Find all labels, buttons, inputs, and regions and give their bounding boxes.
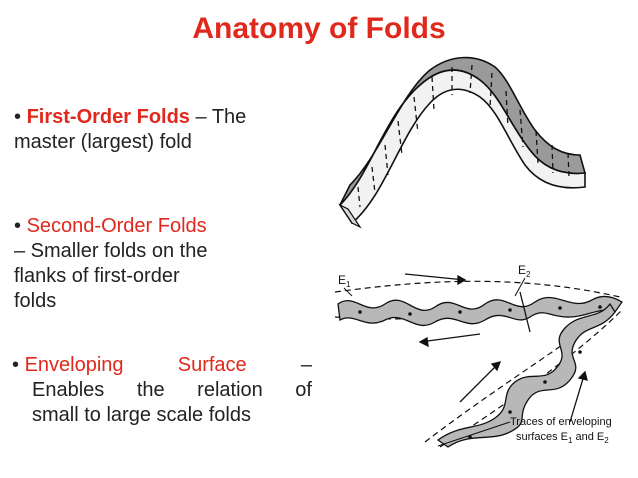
first-order-fold-illustration bbox=[338, 56, 587, 229]
enveloping-surface-diagram: E1 E2 Traces of enveloping surfaces E1 a… bbox=[334, 263, 623, 448]
bullet-dot: • bbox=[14, 215, 22, 237]
enveloping-term-a: Enveloping bbox=[24, 354, 124, 376]
bullet-first-order-folds: • First-Order Folds – The master (larges… bbox=[14, 105, 314, 155]
enveloping-dash: – bbox=[300, 354, 312, 376]
second-order-term: Second-Order Folds bbox=[26, 215, 207, 237]
first-order-description: master (largest) fold bbox=[14, 131, 192, 153]
slide-title: Anatomy of Folds bbox=[192, 12, 446, 45]
enveloping-line-2: Enables the relation of bbox=[12, 378, 312, 403]
word: Enables bbox=[32, 379, 105, 401]
label-e1: E1 bbox=[338, 273, 351, 289]
bullet-second-order-folds: • Second-Order Folds – Smaller folds on … bbox=[14, 214, 284, 314]
second-order-line-3: folds bbox=[14, 290, 57, 312]
second-order-line-1: – Smaller folds on the bbox=[14, 240, 208, 262]
second-order-line-2: flanks of first-order bbox=[14, 265, 180, 287]
bullet-dot: • bbox=[12, 354, 20, 376]
bullet-dot: • bbox=[14, 106, 22, 128]
first-order-dash: – The bbox=[189, 106, 247, 128]
word: of bbox=[295, 379, 312, 401]
enveloping-line-3: small to large scale folds bbox=[32, 404, 251, 426]
word: the bbox=[136, 379, 165, 401]
caption-line-1: Traces of enveloping bbox=[510, 416, 612, 428]
first-order-term: First-Order Folds bbox=[26, 106, 190, 128]
caption-line-2: surfaces E1 and E2 bbox=[516, 431, 609, 445]
label-e2: E2 bbox=[518, 263, 531, 279]
enveloping-term-b: Surface bbox=[177, 354, 247, 376]
bullet-enveloping-surface: • Enveloping Surface – Enables the relat… bbox=[12, 353, 312, 428]
word: relation bbox=[197, 379, 263, 401]
